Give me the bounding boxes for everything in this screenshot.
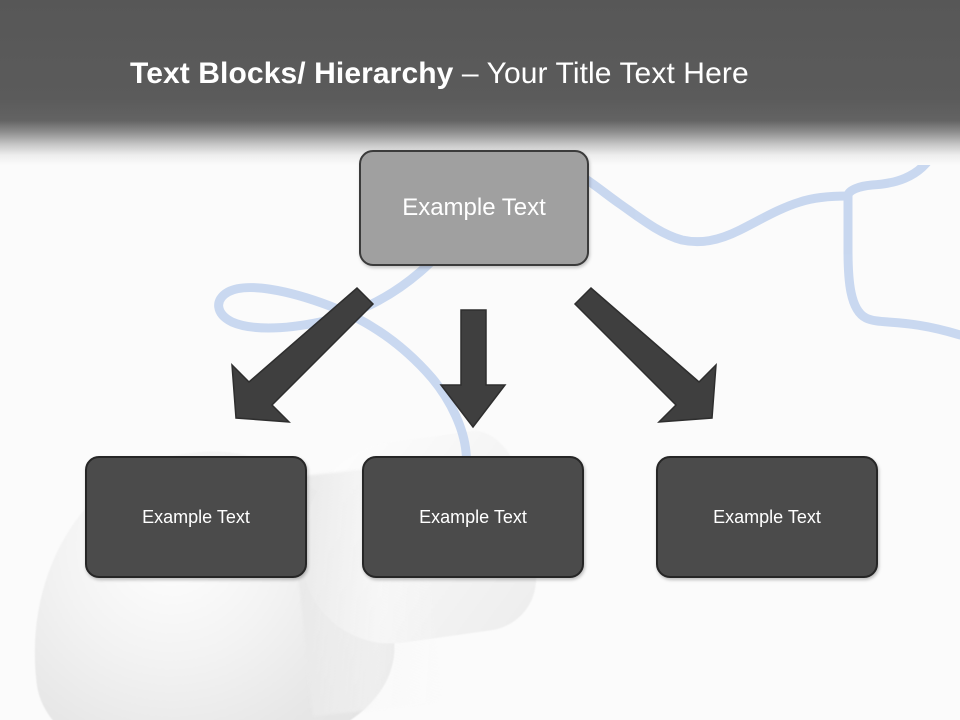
page-title-light: Your Title Text Here [486,57,749,90]
hierarchy-root-node[interactable]: Example Text [359,150,589,266]
hierarchy-root-label: Example Text [402,194,546,221]
slide-header: Text Blocks/ Hierarchy – Your Title Text… [0,0,960,165]
page-title-separator: – [453,57,487,90]
hierarchy-child-node-2[interactable]: Example Text [362,456,584,578]
arrow-middle-icon [439,309,507,429]
page-title-bold: Text Blocks/ Hierarchy [130,57,454,90]
hierarchy-child-node-3[interactable]: Example Text [656,456,878,578]
arrow-left-icon [231,286,375,423]
arrow-right-icon [573,286,717,423]
hierarchy-child-label-2: Example Text [419,506,527,527]
hierarchy-child-label-1: Example Text [142,506,250,527]
hierarchy-child-node-1[interactable]: Example Text [85,456,307,578]
page-title: Text Blocks/ Hierarchy – Your Title Text… [130,54,749,94]
hierarchy-child-label-3: Example Text [713,506,821,527]
